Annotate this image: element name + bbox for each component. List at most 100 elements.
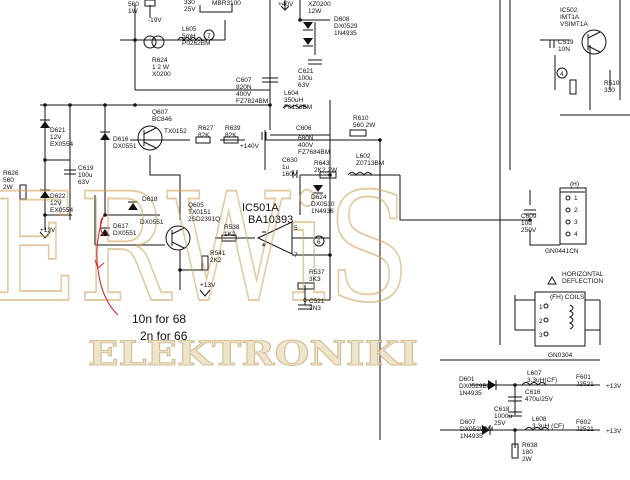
zener-diode-d622-icon xyxy=(40,189,50,198)
conn-fh-pin xyxy=(543,317,549,323)
label-mbr3100: MBR3100 xyxy=(212,0,241,7)
label-line: R627 xyxy=(198,125,214,132)
resistor-r541-icon xyxy=(201,255,209,271)
label-v13b: +13V xyxy=(200,282,216,289)
label-line: R610 xyxy=(353,115,369,122)
resistor-r643-icon xyxy=(319,171,337,179)
resistor-r610-icon xyxy=(349,129,367,137)
label-line: 2W xyxy=(522,456,533,463)
conn-fh-pin xyxy=(543,303,549,309)
label-line: DX0529BM xyxy=(459,383,492,390)
label-line: 1W xyxy=(128,8,139,15)
label-line: 330 xyxy=(184,0,195,6)
label-line: EX0554 xyxy=(50,141,74,148)
ic501-pin-7: 7 xyxy=(294,252,298,259)
label-line: R643 xyxy=(314,160,330,167)
label-line: IMT1A xyxy=(560,14,580,21)
label-line: L604 xyxy=(284,90,299,97)
label-line: 1N4936 xyxy=(311,208,334,215)
pin-marker-6 xyxy=(313,235,325,247)
label-line: D621 xyxy=(50,127,66,134)
label-line: 1K2 xyxy=(224,231,236,238)
label-line: 680N xyxy=(298,135,314,142)
label-line: 1 2 W xyxy=(152,64,170,71)
label-line: 63V xyxy=(78,179,90,186)
ic501-pin-6: 6 xyxy=(317,239,321,246)
resistor-r626-icon xyxy=(19,184,27,200)
red-arrow-line xyxy=(96,213,119,316)
conn-h-pin-4: 4 xyxy=(574,231,578,238)
label-line: C607 xyxy=(236,77,252,84)
label-line: J2521 xyxy=(576,426,594,433)
diode-d601-icon xyxy=(488,380,497,390)
label-line: D601 xyxy=(459,376,475,383)
label-line: 3.3uH(CF) xyxy=(527,377,557,384)
label-line: L607 xyxy=(527,370,542,377)
label-line: DX0530 xyxy=(311,201,335,208)
label-line: 25V xyxy=(494,420,506,427)
label-line: DX0529 xyxy=(334,23,358,30)
capacitor-c630-icon xyxy=(292,170,298,178)
label-line: F602 xyxy=(576,419,591,426)
label-v13c: +13V xyxy=(606,383,622,390)
label-line: 400V xyxy=(298,142,314,149)
label-line: DX0529BM xyxy=(460,426,493,433)
label-line: 3.3uH (CF) xyxy=(532,423,564,430)
supply-arrow-icon xyxy=(39,231,51,239)
capacitor-c521-icon xyxy=(298,304,312,310)
ic501-part: BA10393 xyxy=(248,214,293,226)
conn-fh-pin-3: 3 xyxy=(539,332,543,339)
transistor-q607-icon xyxy=(137,125,163,151)
label-line: 2K2 2W xyxy=(314,167,338,174)
label-line: 10N xyxy=(558,46,570,53)
capacitor-c607-icon xyxy=(262,77,278,83)
label-line: VSIMT1A xyxy=(560,21,588,28)
label-line: 400V xyxy=(236,91,252,98)
label-line: 82K xyxy=(198,132,210,139)
capacitor-c619-icon xyxy=(64,169,76,175)
conn-h-pin xyxy=(565,219,571,225)
label-line: IC502 xyxy=(560,7,578,14)
label-line: D624 xyxy=(311,194,327,201)
label-line: BC846 xyxy=(152,116,172,123)
label-tx0152: TX0152 xyxy=(164,128,187,135)
conn-fh-pin-2: 2 xyxy=(539,318,543,325)
label-dx0551: DX0551 xyxy=(140,219,164,226)
transistor-ic502-icon xyxy=(581,29,607,55)
inductor-l604-icon xyxy=(282,105,308,109)
label-line: 1000u xyxy=(494,413,512,420)
conn-fh-pin-1: 1 xyxy=(539,304,543,311)
diode-d624-icon xyxy=(313,185,323,194)
conn-h-pin-2: 2 xyxy=(574,207,578,214)
label-line: D616 xyxy=(113,136,129,143)
label-line: 470u/25V xyxy=(525,396,553,403)
label-line: 12V xyxy=(50,200,62,207)
label-v13a: +13V xyxy=(40,227,56,234)
label-num7: 7 xyxy=(207,33,211,40)
coils-fh-box xyxy=(534,291,586,347)
capacitor-c621-icon xyxy=(308,59,322,65)
capacitor-c609-icon xyxy=(524,209,536,215)
label-line: 1N4935 xyxy=(334,30,357,37)
label-line: L608 xyxy=(532,416,547,423)
label-line: 1u xyxy=(282,164,290,171)
label-line: FZ7824BM xyxy=(236,98,268,105)
